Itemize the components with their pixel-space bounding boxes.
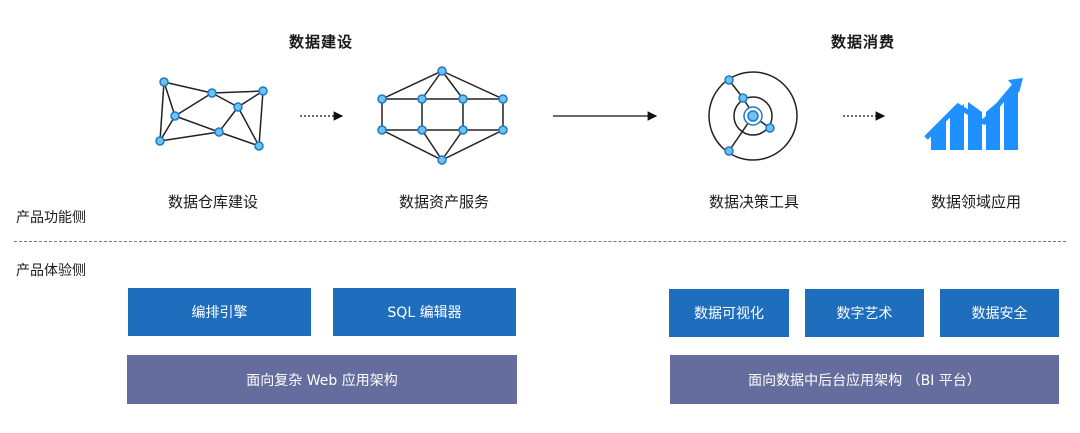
side-label-experience: 产品体验侧 — [16, 263, 86, 279]
caption-data-asset-service: 数据资产服务 — [398, 193, 489, 211]
caption-data-warehouse: 数据仓库建设 — [167, 193, 258, 211]
side-label-function: 产品功能侧 — [16, 210, 86, 226]
network-icon — [159, 81, 264, 147]
caption-domain-apps: 数据领域应用 — [930, 193, 1021, 211]
section-title-build: 数据建设 — [289, 33, 354, 51]
growth-chart-icon — [924, 78, 1023, 150]
section-divider — [14, 241, 1066, 242]
box-sql-editor: SQL 编辑器 — [333, 288, 516, 336]
box-orchestration-engine: 编排引擎 — [128, 288, 311, 336]
hexagon-network-icon — [381, 70, 504, 161]
section-title-consume: 数据消费 — [831, 33, 896, 51]
base-bi-platform: 面向数据中后台应用架构 （BI 平台） — [670, 355, 1059, 404]
box-data-security: 数据安全 — [940, 289, 1059, 337]
base-web-architecture: 面向复杂 Web 应用架构 — [127, 355, 517, 404]
caption-decision-tools: 数据决策工具 — [708, 193, 799, 211]
box-digital-art: 数字艺术 — [805, 289, 924, 337]
box-data-visualization: 数据可视化 — [669, 289, 789, 337]
